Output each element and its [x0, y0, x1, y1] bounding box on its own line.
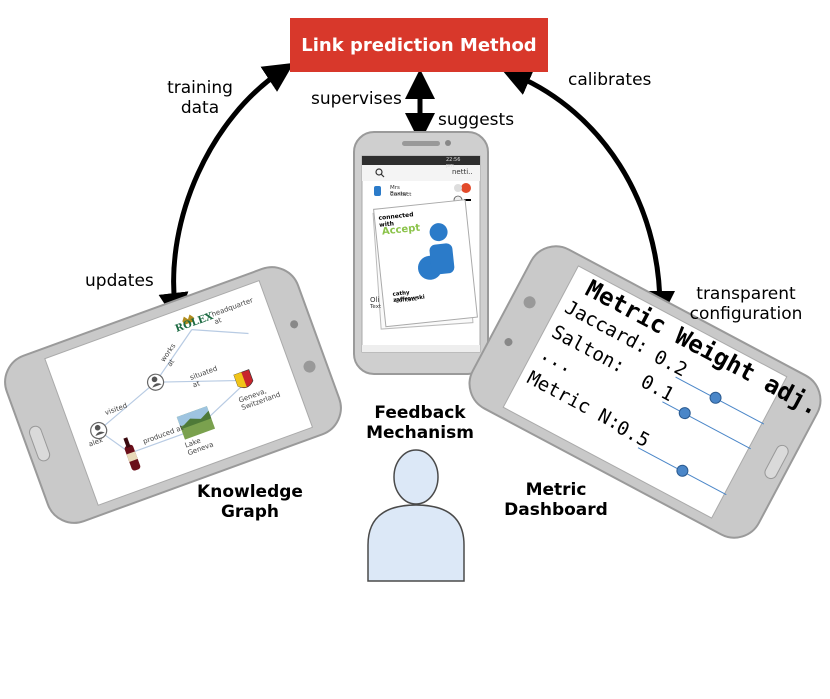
contact-sub: Contact	[390, 192, 412, 198]
edge-label-suggests: suggests	[438, 110, 515, 130]
home-button	[764, 444, 789, 480]
home-button	[28, 425, 51, 462]
caption-metric-dashboard: Metric Dashboard	[504, 480, 608, 520]
edge-label-updates: updates	[85, 271, 154, 291]
edge-label-transparent-configuration: transparent configuration	[689, 284, 803, 324]
edge-label-training-data: training data	[167, 78, 233, 118]
method-title: Link prediction Method	[301, 34, 537, 56]
status-time: 22:56 pm	[446, 157, 461, 169]
edge-label-calibrates: calibrates	[568, 70, 652, 90]
metric-phone	[468, 245, 822, 539]
person-avatar-icon	[429, 223, 455, 275]
caption-feedback-mechanism: Feedback Mechanism	[366, 403, 474, 443]
feedback-phone	[353, 131, 489, 375]
status-bar	[362, 156, 480, 165]
back-label-2: Text	[370, 304, 382, 310]
caption-knowledge-graph: Knowledge Graph	[197, 482, 303, 522]
wine-bottle-icon	[123, 437, 141, 471]
edge-label-supervises: supervises	[311, 89, 402, 109]
lake-photo-icon	[176, 406, 216, 440]
geneva-coat-of-arms-icon	[233, 369, 254, 389]
arrow-calibrates-configuration	[501, 67, 675, 321]
rolex-logo-icon	[182, 314, 195, 325]
contact-name: Mrs Baxter	[390, 185, 409, 197]
person-node-icon	[146, 373, 165, 391]
arrow-training-updates	[158, 62, 294, 323]
search-bar	[362, 165, 480, 181]
link-prediction-method-box: Link prediction Method	[290, 18, 548, 72]
back-label-1: Oli	[370, 296, 380, 304]
user-person-icon	[367, 449, 465, 582]
search-text: netti..	[452, 168, 473, 176]
person-node-icon	[90, 421, 108, 440]
knowledge-graph-phone	[4, 266, 342, 524]
